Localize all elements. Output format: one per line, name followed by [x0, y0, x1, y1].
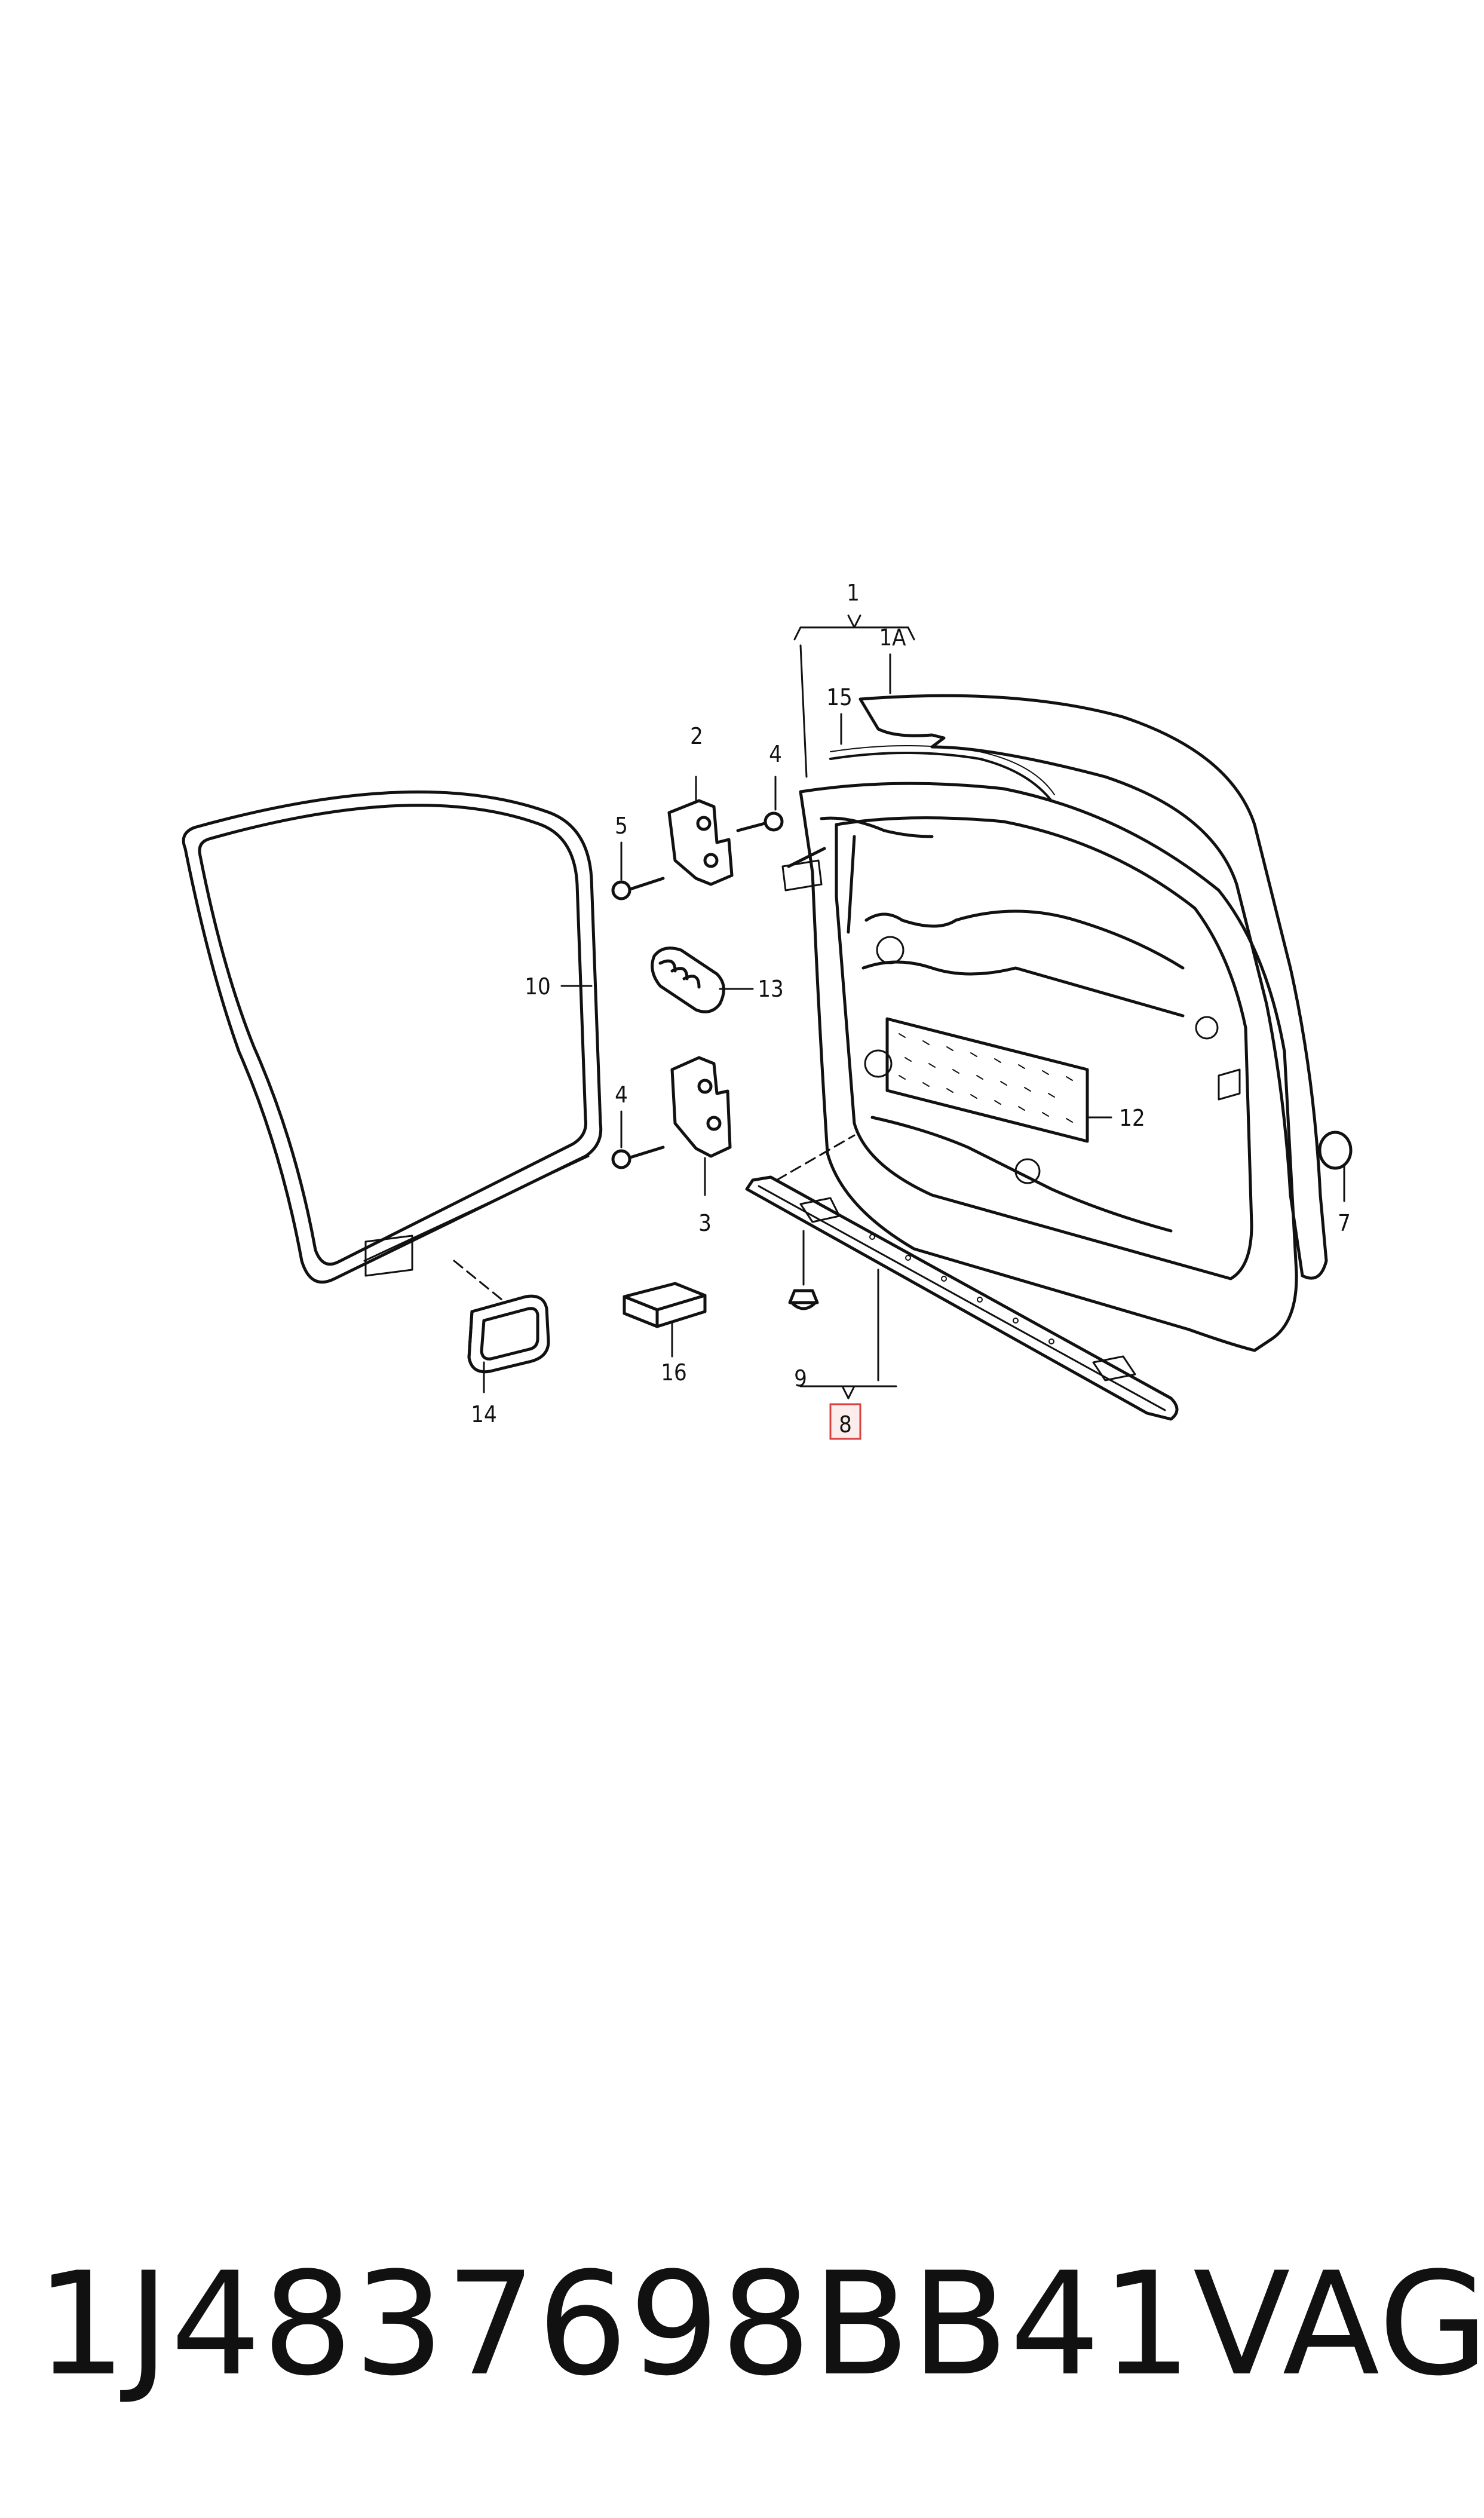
- callout-4-upper: 4: [769, 741, 782, 767]
- window-strip-part-15: [829, 713, 1055, 802]
- callout-1a: 1A: [879, 624, 906, 651]
- bolt-part-4-upper: [736, 776, 784, 832]
- callout-2: 2: [690, 723, 703, 749]
- exploded-parts-diagram: 1 1A 2 4 5 15 10 13 4 3 12 7 9 8 16 14: [182, 580, 1353, 1440]
- bolt-part-4-lower: [611, 1110, 665, 1169]
- callout-9: 9: [794, 1365, 807, 1392]
- callout-16: 16: [661, 1359, 687, 1386]
- grommet-part-14: [453, 1260, 550, 1374]
- callout-14: 14: [471, 1401, 497, 1428]
- plug-part-7: [1318, 1131, 1353, 1202]
- callout-7: 7: [1338, 1210, 1351, 1236]
- clip-part-9: [788, 1230, 819, 1310]
- callout-3: 3: [698, 1210, 712, 1236]
- callout-8-highlight: [829, 1403, 861, 1440]
- bolt-part-5-upper: [611, 841, 665, 900]
- window-frame-part-1a: [858, 653, 1328, 1280]
- upper-hinge-part-2: [667, 776, 734, 886]
- callout-4-lower: 4: [615, 1082, 628, 1108]
- callout-12: 12: [1119, 1105, 1145, 1131]
- door-shell-part-1: [781, 644, 1298, 1352]
- callout-15: 15: [826, 684, 853, 710]
- pad-part-16: [623, 1282, 707, 1328]
- callout-1: 1: [847, 580, 860, 606]
- callout-8: 8: [839, 1411, 852, 1438]
- door-check-boot-part-13: [651, 946, 754, 1013]
- callout-10: 10: [525, 973, 551, 1000]
- brand: VAG: [1192, 2241, 1484, 2407]
- callout-5-upper: 5: [615, 813, 628, 839]
- sill-rail-part-8: [745, 1134, 1179, 1421]
- footer: 1J4837698BB41 VAG: [36, 2242, 1484, 2407]
- door-seal-part-10: [182, 790, 603, 1284]
- lower-hinge-part-3: [670, 1056, 732, 1196]
- part-number: 1J4837698BB41: [36, 2241, 1193, 2407]
- callout-bracket-1: [793, 614, 915, 641]
- sound-deadening-pad-part-12: [885, 1017, 1112, 1143]
- callout-13: 13: [758, 976, 784, 1002]
- callout-bracket-8: [799, 1385, 897, 1399]
